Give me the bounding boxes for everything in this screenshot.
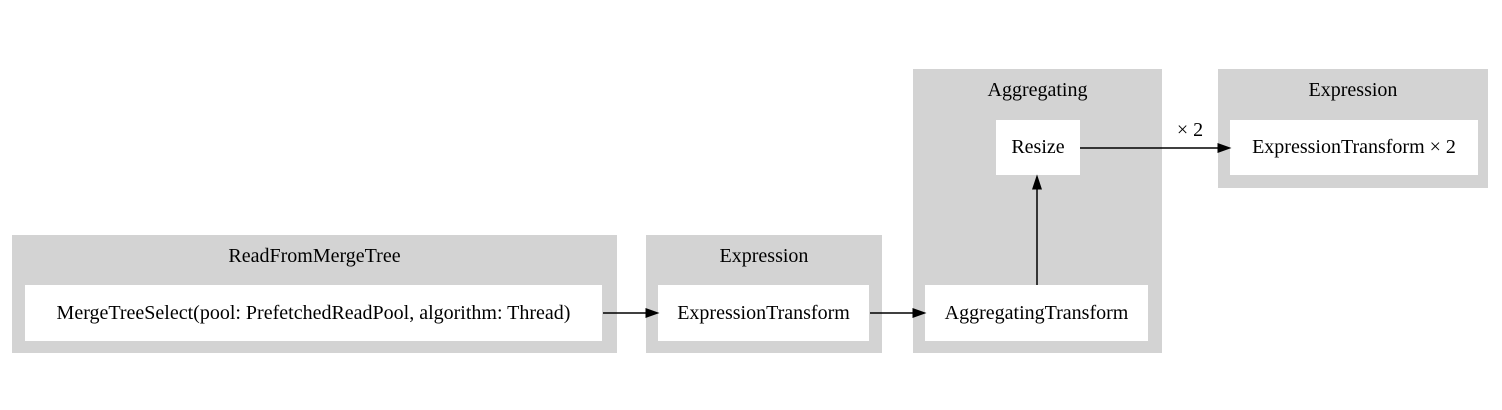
node-resize: Resize [996,120,1080,175]
node-aggregating-transform: AggregatingTransform [925,285,1148,341]
cluster-title-read-from-merge-tree: ReadFromMergeTree [228,245,401,267]
node-label-expression-transform: ExpressionTransform [677,301,850,324]
cluster-title-expression-middle: Expression [719,245,809,267]
cluster-title-expression-right: Expression [1308,79,1398,101]
node-label-merge-tree-select: MergeTreeSelect(pool: PrefetchedReadPool… [56,301,571,324]
node-label-aggregating-transform: AggregatingTransform [944,301,1129,324]
node-expression-transform-x2: ExpressionTransform × 2 [1230,120,1478,175]
node-label-resize: Resize [1011,136,1065,158]
node-merge-tree-select: MergeTreeSelect(pool: PrefetchedReadPool… [25,285,602,341]
node-expression-transform: ExpressionTransform [658,285,869,341]
cluster-title-aggregating: Aggregating [987,79,1088,101]
node-label-expression-transform-x2: ExpressionTransform × 2 [1252,136,1456,158]
edge-label-times-2: × 2 [1176,119,1204,141]
